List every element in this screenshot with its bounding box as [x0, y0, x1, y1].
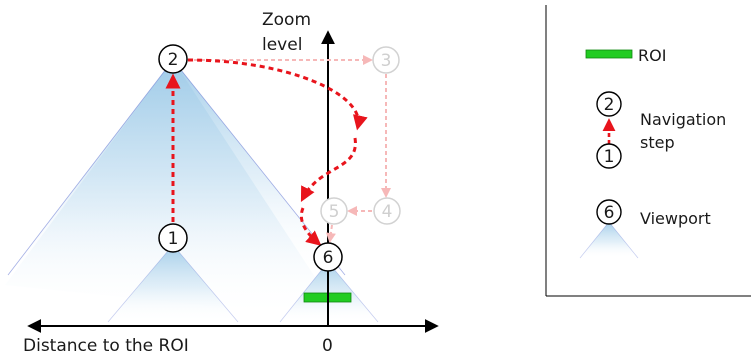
y-axis-label-line1: Zoom	[262, 10, 311, 30]
legend-viewport: 6	[579, 199, 639, 259]
legend-viewport-cone	[580, 222, 638, 258]
y-axis-label-line2: level	[262, 35, 302, 55]
node-3: 3	[372, 46, 400, 74]
node-1-label: 1	[168, 229, 179, 249]
viewport-cone-6-edge-right	[327, 261, 379, 323]
node-5-label: 5	[329, 202, 340, 222]
legend-viewport-edge-left	[579, 221, 610, 259]
node-3-label: 3	[381, 51, 392, 71]
node-5: 5	[320, 197, 348, 225]
nav-arrow-2-arc	[187, 58, 368, 131]
viewport-cone-1	[108, 245, 238, 322]
viewport-cone-1-edge-left	[107, 244, 174, 323]
legend-nav-label-line1: Navigation	[640, 110, 726, 129]
viewport-cone-1-edge-right	[172, 244, 239, 323]
faded-arrow-5-6	[325, 224, 336, 243]
legend-viewport-label: Viewport	[640, 209, 711, 228]
legend-nav-label-line2: step	[640, 133, 675, 152]
legend-nav-to-label: 2	[604, 95, 615, 115]
viewport-cone-2-edge-left	[7, 59, 174, 276]
x-axis-label: Distance to the ROI	[23, 336, 189, 356]
legend: ROI 2 1 Navigation step 6 Viewport	[545, 5, 751, 297]
nav-arrow-to-6	[299, 207, 322, 246]
viewport-cone-6-edge-left	[279, 261, 329, 323]
legend-nav-from-label: 1	[604, 147, 615, 167]
legend-nav-step: 2 1	[596, 91, 622, 169]
legend-viewport-num: 6	[604, 203, 615, 223]
node-6: 6	[313, 242, 343, 272]
node-2: 2	[158, 44, 188, 74]
nav-arrow-mid-arc	[300, 137, 357, 202]
legend-roi-label: ROI	[638, 46, 666, 65]
node-4-label: 4	[382, 202, 393, 222]
x-axis-zero-label: 0	[322, 336, 333, 356]
node-4: 4	[373, 197, 401, 225]
node-1: 1	[158, 223, 188, 253]
viewport-cone-2-shape	[8, 60, 345, 275]
legend-roi-swatch	[585, 49, 633, 59]
node-6-label: 6	[323, 248, 334, 268]
node-2-label: 2	[168, 50, 179, 70]
legend-viewport-edge-right	[608, 221, 639, 259]
